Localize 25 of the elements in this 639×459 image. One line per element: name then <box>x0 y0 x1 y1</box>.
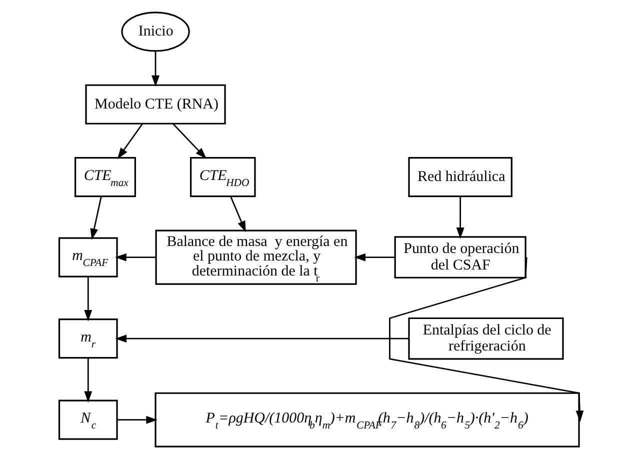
arrow <box>115 334 409 343</box>
arrow <box>84 358 92 403</box>
arrow <box>172 124 207 159</box>
arrow <box>117 416 158 424</box>
node-ellipse: Inicio <box>121 12 190 52</box>
arrow <box>117 124 143 160</box>
arrow <box>84 276 92 322</box>
node-box: CTE$_{HDO}$ <box>190 157 256 198</box>
node-box: Entalpías del ciclo de refrigeración <box>408 317 564 360</box>
arrow <box>115 253 156 262</box>
node-box: Punto de operación del CSAF <box>394 236 526 278</box>
node-box: Modelo CTE (RNA) <box>85 84 226 124</box>
arrow <box>152 51 160 87</box>
node-box: CTE$_{max}$ <box>74 157 136 198</box>
arrow <box>456 196 464 239</box>
node-box: Balance de masa y energía en el punto de mezcla, y determinación de la t$_{r}$ <box>155 230 357 285</box>
node-box: P$_{t}$=ρgHQ/(1000η$_{b}$η$_{m}$)+m$_{CPAF}$(h$_{7}$−h$_{8}$)/(h$_{6}$−h$_{5}$)·(h'$_{2}$−h$_{6}$) <box>154 392 580 448</box>
arrow <box>354 253 395 262</box>
node-box: m$_{r}$ <box>58 318 118 359</box>
node-box: Red hidráulica <box>408 157 512 198</box>
arrow <box>230 196 246 232</box>
arrow <box>389 257 584 422</box>
arrow <box>90 196 102 240</box>
node-box: m$_{CPAF}$ <box>58 237 118 278</box>
node-box: N$_{c}$ <box>58 400 118 440</box>
